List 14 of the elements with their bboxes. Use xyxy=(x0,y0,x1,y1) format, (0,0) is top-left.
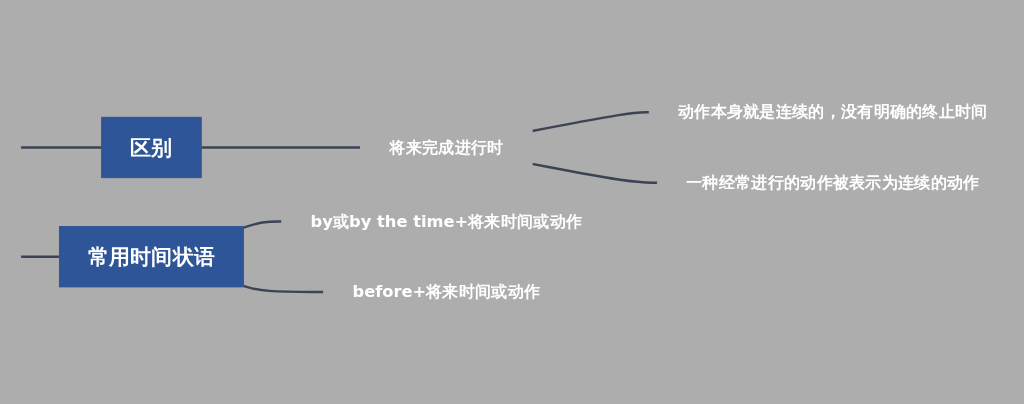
connector xyxy=(531,162,658,184)
connector xyxy=(21,255,60,258)
connector xyxy=(531,110,650,133)
node-text: by或by the time+将来时间或动作 xyxy=(310,211,583,231)
node-text: before+将来时间或动作 xyxy=(352,281,541,301)
node-box: 区别 xyxy=(101,116,202,179)
node-text: 一种经常进行的动作被表示为连续的动作 xyxy=(686,172,980,192)
node-text: 将来完成进行时 xyxy=(389,137,504,157)
connector xyxy=(243,220,282,229)
connector xyxy=(21,146,102,149)
connector xyxy=(201,146,361,149)
connector xyxy=(243,284,324,294)
node-box: 常用时间状语 xyxy=(58,225,244,288)
node-text: 动作本身就是连续的，没有明确的终止时间 xyxy=(678,101,988,122)
